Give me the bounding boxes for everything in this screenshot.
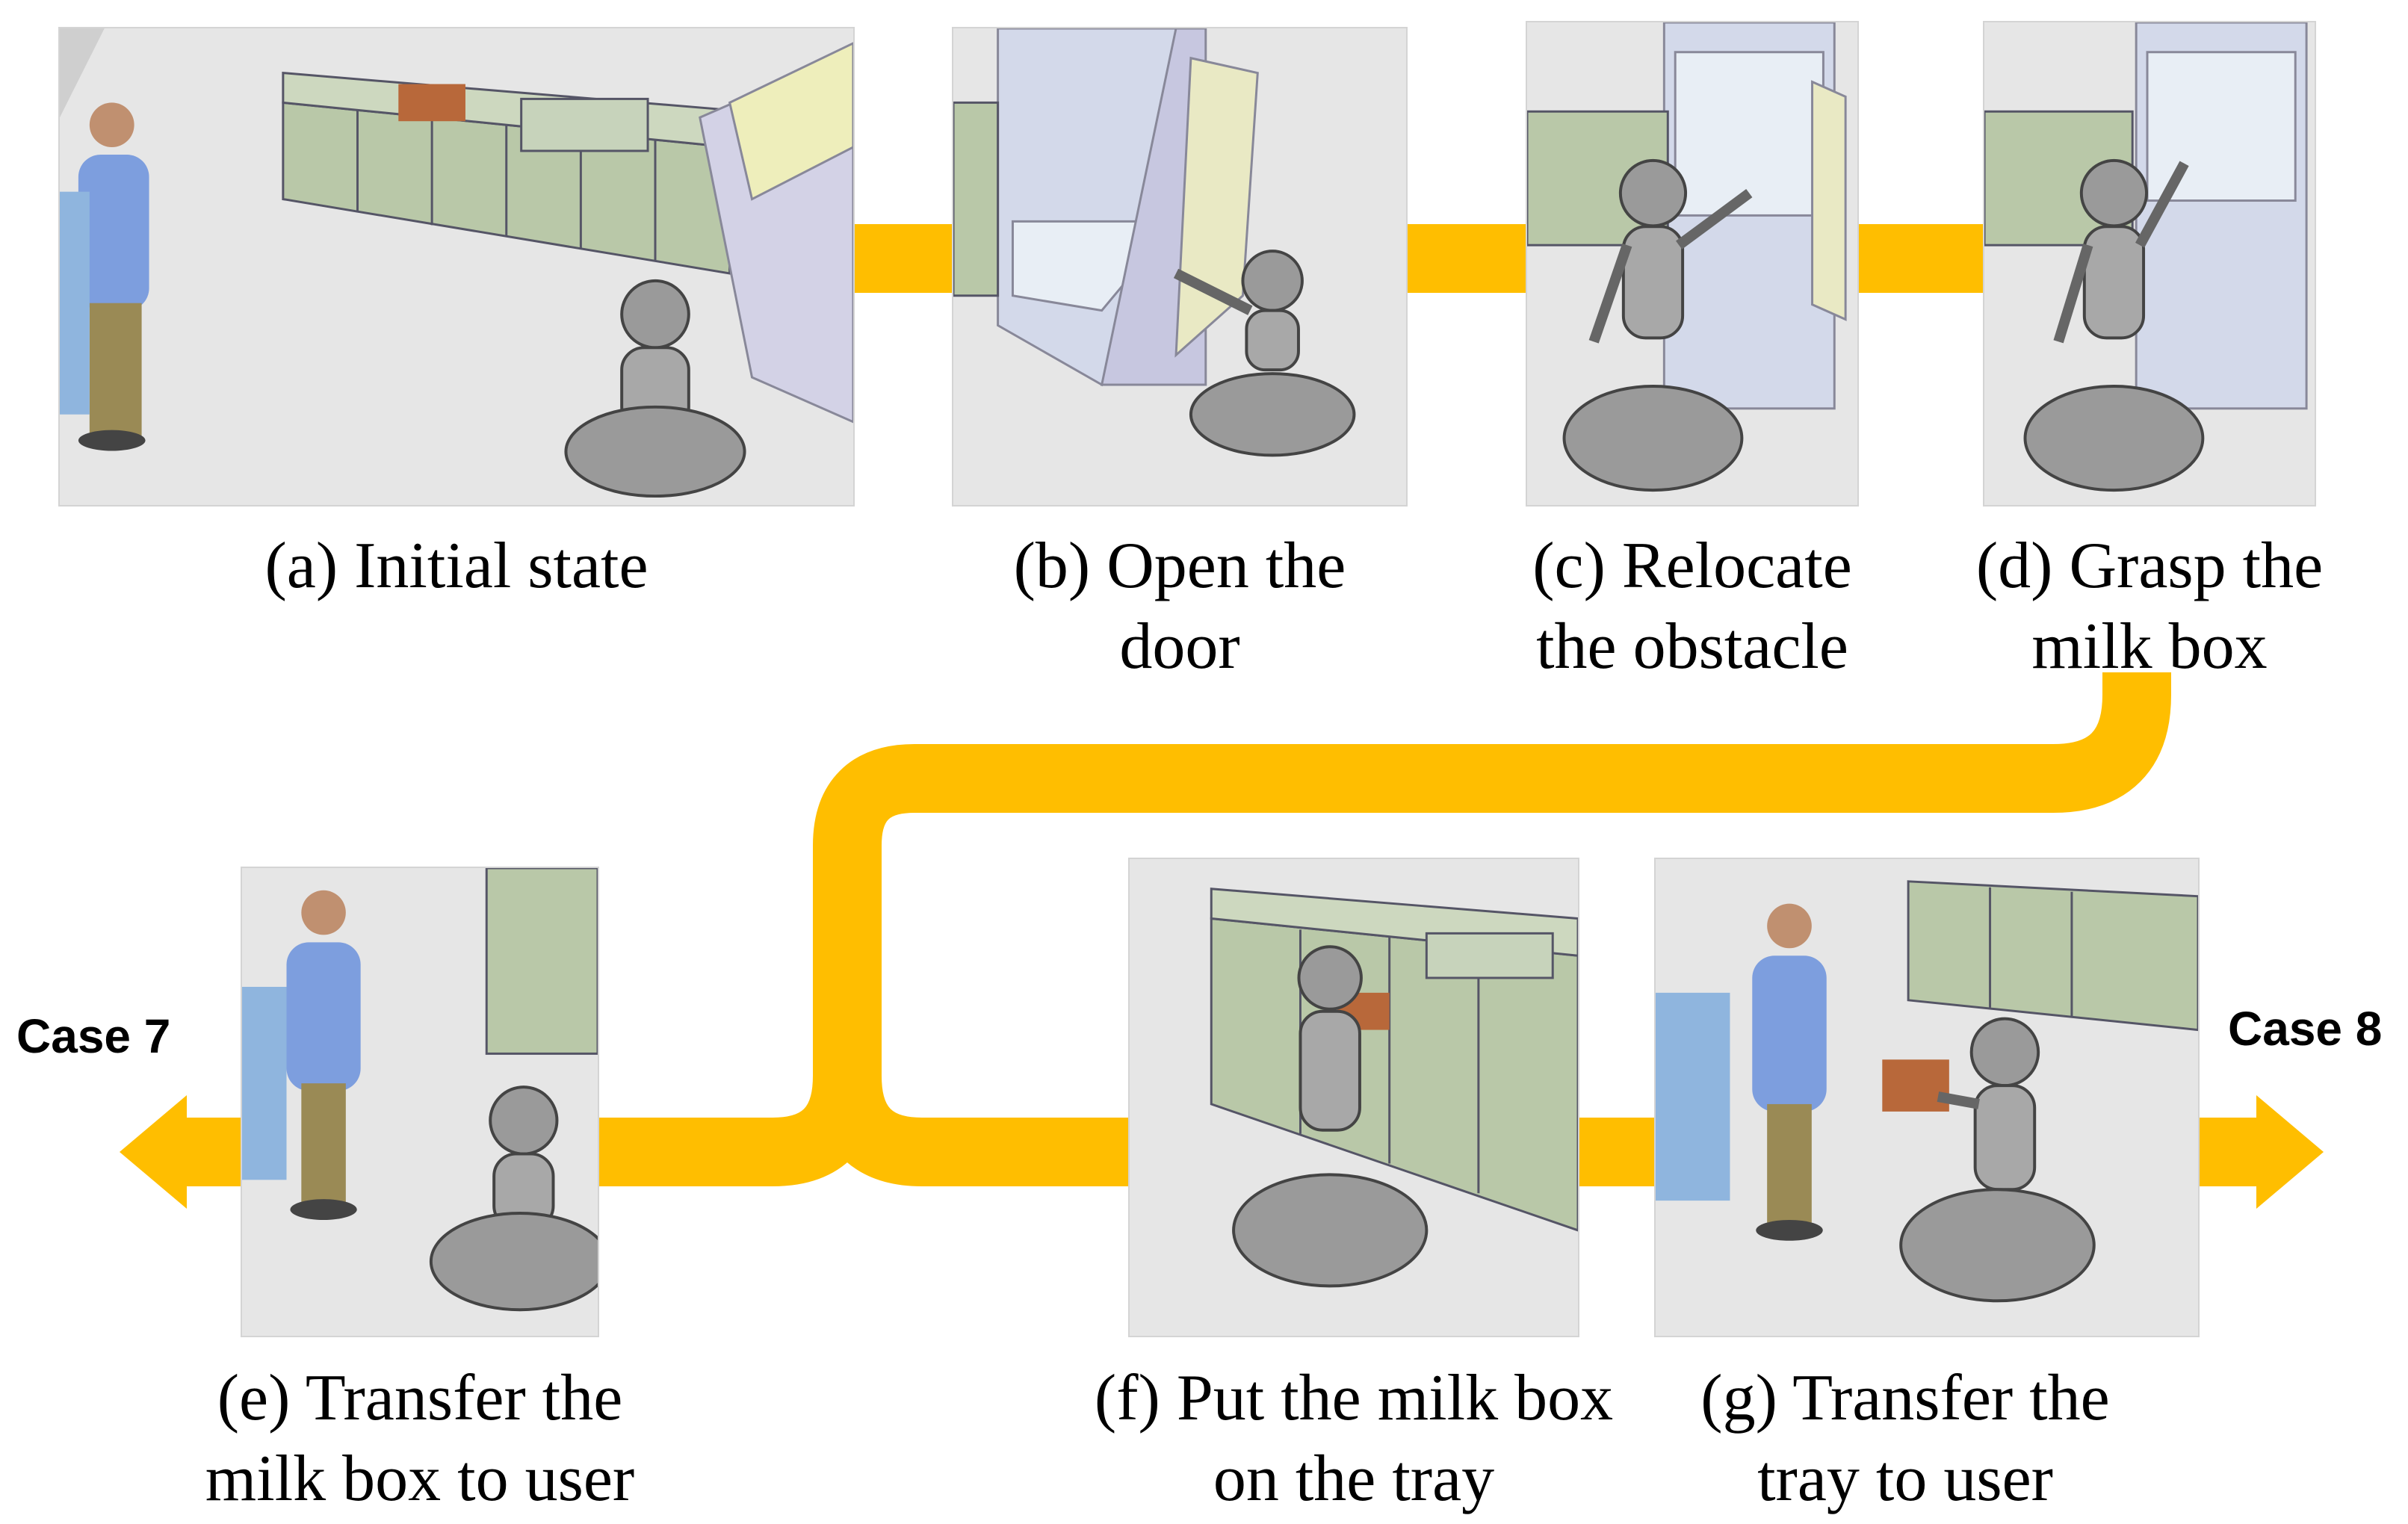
panel-a-image — [58, 27, 855, 507]
caption-b: (b) Open the door — [952, 526, 1408, 687]
case-8-label: Case 8 — [2228, 1002, 2383, 1056]
humanoid-robot-icon — [1173, 250, 1356, 457]
caption-g: (g) Transfer the tray to user — [1666, 1358, 2144, 1520]
flow-band-a-b — [852, 224, 956, 293]
flow-band-e-out — [187, 1118, 247, 1186]
person-icon — [1752, 903, 1827, 1241]
panel-c-image — [1526, 21, 1859, 507]
caption-g-line-2: tray to user — [1757, 1443, 2053, 1515]
person-icon — [78, 102, 149, 451]
flow-band-g-out — [2194, 1118, 2256, 1186]
caption-e-line-2: milk box to user — [205, 1443, 635, 1515]
caption-a-line-1: (a) Initial state — [264, 530, 649, 602]
humanoid-robot-icon — [1562, 158, 1753, 492]
flow-band-f-g — [1575, 1118, 1657, 1186]
caption-b-line-1: (b) Open the — [1013, 530, 1346, 602]
arrow-right-icon — [2256, 1095, 2324, 1209]
refrigerator-icon — [997, 28, 1259, 387]
tray-icon — [1882, 1059, 1949, 1112]
caption-a: (a) Initial state — [58, 526, 855, 607]
caption-d-line-2: milk box — [2031, 610, 2268, 683]
caption-d: (d) Grasp the milk box — [1935, 526, 2364, 687]
refrigerator-icon — [1662, 22, 1847, 410]
humanoid-robot-icon — [2023, 158, 2205, 492]
tray-icon — [398, 84, 465, 122]
humanoid-robot-icon — [429, 1085, 598, 1312]
refrigerator-icon — [2135, 22, 2308, 410]
humanoid-robot-icon — [564, 279, 746, 498]
case-7-label: Case 7 — [16, 1009, 171, 1063]
panel-e-image — [241, 867, 599, 1337]
flow-band-b-c — [1403, 224, 1527, 293]
panel-g-image — [1654, 858, 2200, 1337]
humanoid-robot-icon — [1899, 1017, 2096, 1303]
flow-band-d-split — [813, 672, 2171, 1106]
arrow-left-icon — [120, 1095, 187, 1209]
flow-branch-right — [813, 1074, 1136, 1186]
caption-f-line-1: (f) Put the milk box — [1094, 1362, 1614, 1434]
kitchen-counter-icon — [1907, 880, 2198, 1032]
kitchen-counter-icon — [282, 72, 731, 275]
caption-f-line-2: on the tray — [1213, 1443, 1495, 1515]
kitchen-counter-icon — [1210, 888, 1578, 1232]
caption-b-line-2: door — [1119, 610, 1240, 683]
flow-branch-left — [598, 1074, 882, 1186]
panel-b-image — [952, 27, 1408, 507]
caption-c: (c) Relocate the obstacle — [1487, 526, 1898, 687]
person-icon — [286, 890, 361, 1220]
caption-e: (e) Transfer the milk box to user — [158, 1358, 681, 1520]
refrigerator-icon — [699, 42, 853, 424]
flow-band-c-d — [1853, 224, 1987, 293]
caption-d-line-1: (d) Grasp the — [1975, 530, 2324, 602]
caption-e-line-1: (e) Transfer the — [217, 1362, 623, 1434]
humanoid-robot-icon — [1232, 945, 1429, 1288]
caption-c-line-1: (c) Relocate — [1532, 530, 1852, 602]
caption-f: (f) Put the milk box on the tray — [1061, 1358, 1647, 1520]
panel-f-image — [1128, 858, 1579, 1337]
caption-g-line-1: (g) Transfer the — [1700, 1362, 2110, 1434]
caption-c-line-2: the obstacle — [1536, 610, 1848, 683]
panel-d-image — [1983, 21, 2316, 507]
